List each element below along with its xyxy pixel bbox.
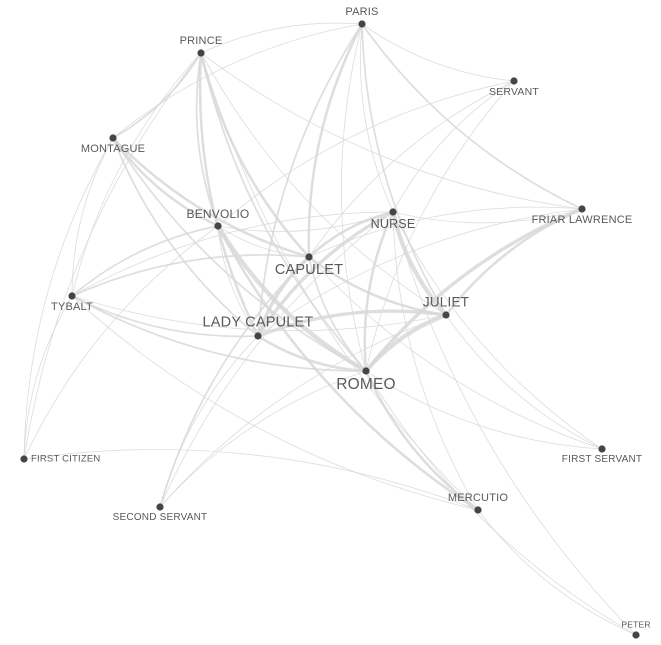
- edge-prince-mercutio: [200, 52, 479, 511]
- edge-nurse-friar-lawrence: [392, 208, 583, 224]
- edge-prince-romeo: [200, 52, 367, 372]
- node-second-servant[interactable]: [156, 503, 164, 511]
- edge-tybalt-lady-capulet: [71, 295, 259, 338]
- edge-mercutio-first-citizen: [23, 449, 479, 511]
- node-mercutio[interactable]: [474, 506, 482, 514]
- edge-romeo-peter: [365, 370, 637, 636]
- edge-servant-nurse: [392, 80, 515, 213]
- edge-nurse-romeo: [363, 210, 395, 373]
- edge-romeo-first-servant: [365, 370, 603, 450]
- edge-paris-friar-lawrence: [361, 23, 583, 210]
- edge-prince-juliet: [200, 52, 447, 316]
- edge-nurse-lady-capulet: [256, 210, 395, 338]
- edge-capulet-tybalt: [71, 254, 310, 297]
- edge-prince-lady-capulet: [198, 51, 260, 338]
- edge-juliet-second-servant: [159, 314, 447, 508]
- node-first-servant[interactable]: [598, 445, 606, 453]
- edge-paris-prince: [200, 22, 363, 54]
- edge-prince-friar-lawrence: [200, 52, 583, 210]
- edge-tybalt-first-citizen: [23, 295, 73, 460]
- edge-mercutio-peter: [477, 509, 637, 636]
- node-first-citizen[interactable]: [20, 455, 28, 463]
- edge-nurse-mercutio: [392, 211, 479, 511]
- edge-capulet-second-servant: [159, 256, 310, 508]
- node-benvolio[interactable]: [214, 222, 222, 230]
- edge-benvolio-romeo: [215, 223, 369, 374]
- edge-prince-tybalt: [71, 52, 202, 297]
- edge-friar-lawrence-juliet: [444, 207, 584, 317]
- edge-nurse-second-servant: [159, 211, 394, 508]
- node-tybalt[interactable]: [68, 292, 76, 300]
- edge-prince-benvolio: [195, 52, 219, 227]
- edge-montague-prince: [112, 52, 202, 139]
- edge-juliet-first-servant: [445, 314, 603, 450]
- node-montague[interactable]: [109, 134, 117, 142]
- edge-montague-romeo: [112, 137, 367, 372]
- edge-servant-capulet: [308, 80, 515, 258]
- edge-benvolio-lady-capulet: [217, 225, 259, 337]
- edge-paris-capulet: [307, 22, 364, 259]
- node-romeo[interactable]: [362, 367, 370, 375]
- node-peter[interactable]: [632, 631, 640, 639]
- edge-nurse-peter: [392, 211, 637, 636]
- edge-paris-montague: [112, 23, 363, 139]
- edge-paris-romeo: [340, 23, 367, 372]
- edge-romeo-second-servant: [159, 370, 367, 508]
- edge-montague-benvolio: [111, 136, 220, 228]
- edge-montague-first-citizen: [23, 137, 114, 460]
- node-lady-capulet[interactable]: [254, 332, 262, 340]
- node-juliet[interactable]: [442, 311, 450, 319]
- edge-montague-lady-capulet: [112, 137, 259, 337]
- edge-juliet-lady-capulet: [256, 309, 448, 338]
- edge-tybalt-mercutio: [71, 295, 479, 511]
- edge-servant-romeo: [365, 80, 515, 372]
- edge-paris-juliet: [361, 23, 447, 316]
- edge-montague-capulet: [111, 136, 311, 259]
- node-servant[interactable]: [510, 77, 518, 85]
- edge-friar-lawrence-capulet: [308, 206, 583, 258]
- edge-nurse-capulet: [307, 210, 395, 259]
- node-capulet[interactable]: [305, 253, 313, 261]
- edge-lady-capulet-romeo: [256, 334, 368, 373]
- node-nurse[interactable]: [389, 208, 397, 216]
- edge-servant-benvolio: [217, 80, 515, 227]
- edge-prince-first-citizen: [23, 52, 202, 460]
- node-paris[interactable]: [358, 20, 366, 28]
- edge-paris-nurse: [360, 23, 394, 213]
- edge-paris-lady-capulet: [257, 23, 363, 337]
- node-friar-lawrence[interactable]: [578, 205, 586, 213]
- edge-benvolio-tybalt: [71, 225, 219, 297]
- edge-nurse-first-servant: [392, 211, 603, 450]
- edge-nurse-tybalt: [71, 211, 394, 297]
- edge-capulet-first-servant: [308, 256, 603, 450]
- node-prince[interactable]: [197, 49, 205, 57]
- edge-tybalt-juliet: [71, 295, 447, 332]
- edge-friar-lawrence-lady-capulet: [257, 208, 583, 337]
- edge-benvolio-first-citizen: [23, 225, 219, 460]
- edge-paris-servant: [361, 23, 515, 82]
- edge-lady-capulet-second-servant: [159, 335, 259, 508]
